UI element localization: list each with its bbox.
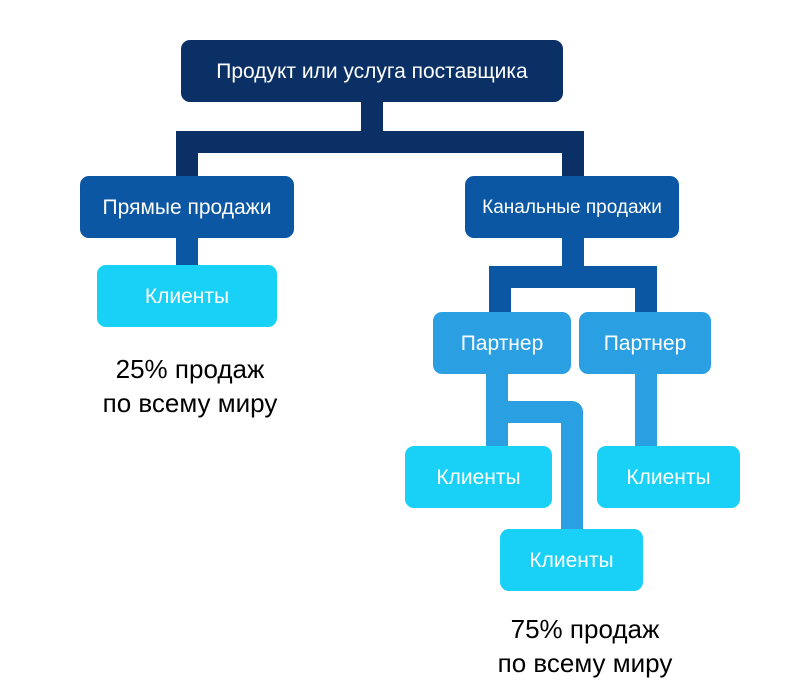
node-partner-2-clients: Клиенты: [597, 446, 740, 508]
direct-share-line-1: 25% продаж: [115, 354, 265, 384]
channel-share-line-2: по всему миру: [497, 648, 673, 678]
connector-channel-to-partners: [489, 236, 657, 315]
node-direct-sales: Прямые продажи: [80, 176, 294, 238]
node-channel-sales-label: Канальные продажи: [482, 196, 662, 218]
node-partner-1-clients-b-label: Клиенты: [529, 548, 614, 572]
connector-partner1-to-clients: [486, 372, 583, 532]
node-vendor-product: Продукт или услуга поставщика: [181, 40, 563, 102]
node-vendor-product-label: Продукт или услуга поставщика: [216, 59, 528, 83]
channel-sales-share-caption: 75% продаж по всему миру: [450, 612, 720, 680]
connector-root-to-level1: [176, 100, 584, 178]
node-partner-1: Партнер: [433, 312, 571, 374]
node-direct-clients: Клиенты: [97, 265, 277, 327]
node-partner-1-clients-a: Клиенты: [405, 446, 552, 508]
node-partner-1-clients-b: Клиенты: [500, 529, 643, 591]
node-direct-clients-label: Клиенты: [144, 284, 230, 308]
direct-sales-share-caption: 25% продаж по всему миру: [60, 352, 320, 420]
node-partner-2: Партнер: [579, 312, 711, 374]
channel-share-line-1: 75% продаж: [510, 614, 660, 644]
node-direct-sales-label: Прямые продажи: [102, 195, 272, 219]
node-partner-1-clients-a-label: Клиенты: [436, 465, 521, 489]
direct-share-line-2: по всему миру: [102, 388, 278, 418]
node-partner-2-label: Партнер: [603, 331, 687, 355]
node-partner-2-clients-label: Клиенты: [626, 465, 711, 489]
node-partner-1-label: Партнер: [460, 331, 544, 355]
node-channel-sales: Канальные продажи: [465, 176, 679, 238]
